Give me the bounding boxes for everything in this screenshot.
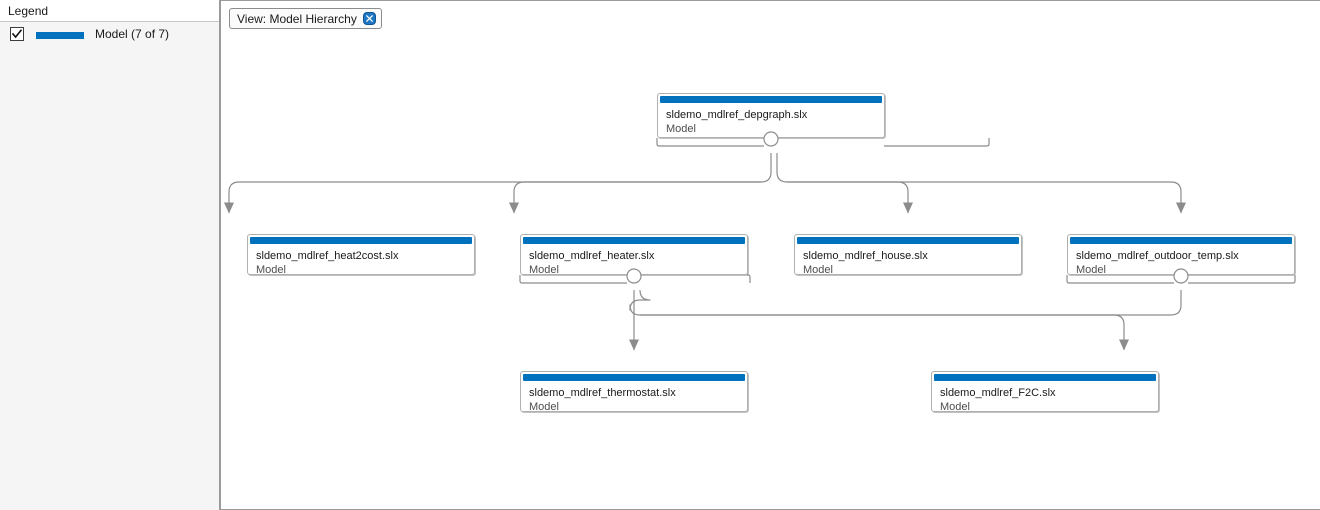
node-accent-bar [797,237,1019,244]
node-accent-bar [523,374,745,381]
node-title: sldemo_mdlref_thermostat.slx [529,387,676,399]
graph-edges [224,138,1296,351]
view-filter-label: View: Model Hierarchy [237,11,357,26]
graph-node-house[interactable]: sldemo_mdlref_house.slx Model [794,234,1022,275]
legend-item-model[interactable]: Model (7 of 7) [0,23,219,47]
graph-node-heat2cost[interactable]: sldemo_mdlref_heat2cost.slx Model [247,234,475,275]
graph-node-f2c[interactable]: sldemo_mdlref_F2C.slx Model [931,371,1159,412]
graph-node-thermostat[interactable]: sldemo_mdlref_thermostat.slx Model [520,371,748,412]
checkbox-icon[interactable] [10,27,24,41]
close-circle-icon[interactable] [362,12,376,25]
node-title: sldemo_mdlref_F2C.slx [940,387,1056,399]
legend-title: Legend [8,4,49,18]
legend-header: Legend [0,0,219,22]
node-accent-bar [934,374,1156,381]
view-filter-chip[interactable]: View: Model Hierarchy [229,8,382,29]
node-accent-bar [250,237,472,244]
graph-canvas[interactable]: sldemo_mdlref_depgraph.slx Model sldemo_… [220,0,1320,510]
node-title: sldemo_mdlref_heat2cost.slx [256,250,399,262]
node-title: sldemo_mdlref_heater.slx [529,250,655,262]
node-subtitle: Model [529,401,559,412]
node-subtitle: Model [1076,264,1106,275]
node-subtitle: Model [256,264,286,275]
legend-item-label: Model (7 of 7) [95,27,170,41]
graph-node-outdoor-temp[interactable]: sldemo_mdlref_outdoor_temp.slx Model [1067,234,1295,275]
graph-node-depgraph[interactable]: sldemo_mdlref_depgraph.slx Model [657,93,885,138]
node-title: sldemo_mdlref_house.slx [803,250,928,262]
node-subtitle: Model [940,401,970,412]
legend-panel: Legend Model (7 of 7) [0,0,220,510]
node-accent-bar [1070,237,1292,244]
node-accent-bar [523,237,745,244]
node-subtitle: Model [529,264,559,275]
node-title: sldemo_mdlref_outdoor_temp.slx [1076,250,1239,262]
graph-node-heater[interactable]: sldemo_mdlref_heater.slx Model [520,234,748,275]
node-subtitle: Model [803,264,833,275]
node-subtitle: Model [666,123,696,135]
legend-color-swatch [36,32,84,39]
node-title: sldemo_mdlref_depgraph.slx [666,109,808,121]
node-accent-bar [660,96,882,103]
